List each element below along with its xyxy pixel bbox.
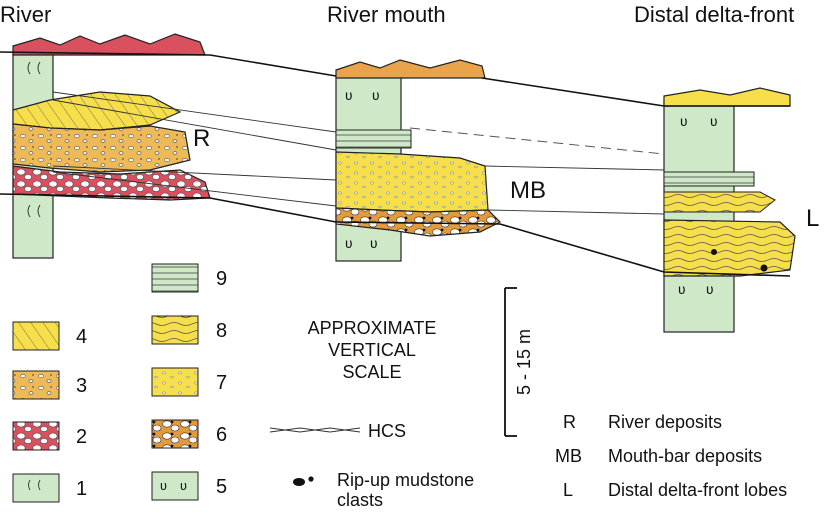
svg-text:ʋ: ʋ (372, 87, 380, 103)
zone-label-l: L (806, 205, 819, 232)
svg-text:ʋ: ʋ (345, 235, 353, 251)
rip-up-label-line1: Rip-up mudstone (337, 470, 474, 490)
svg-text:MB: MB (555, 446, 582, 466)
scale-label-line1: APPROXIMATE (308, 318, 437, 338)
svg-text:Mouth-bar deposits: Mouth-bar deposits (608, 446, 762, 466)
river-mouth-sand-unit (335, 151, 489, 213)
abbrev-r: R River deposits (563, 412, 722, 432)
svg-text:4: 4 (76, 326, 87, 348)
svg-text:2: 2 (76, 426, 87, 448)
distal-wavy-upper-unit (663, 191, 776, 213)
rip-up-label-line2: clasts (337, 490, 383, 510)
svg-text:9: 9 (216, 268, 227, 290)
svg-text:ʋ: ʋ (680, 113, 688, 129)
distal-laminated-unit (663, 171, 755, 187)
legend-item-3: 3 (12, 370, 87, 400)
zone-label-r: R (193, 125, 210, 152)
river-mouth-laminated-unit (335, 129, 412, 149)
svg-text:L: L (563, 480, 573, 500)
svg-text:1: 1 (76, 478, 87, 500)
title-distal: Distal delta-front (634, 2, 794, 27)
svg-text:ʋ: ʋ (678, 281, 686, 297)
distal-top-yellow-unit (663, 87, 791, 107)
correlation-lines (0, 51, 791, 277)
svg-text:ʋ: ʋ (160, 478, 167, 493)
river-pebbly-unit (12, 123, 191, 173)
svg-text:3: 3 (76, 375, 87, 397)
legend-item-8: 8 (151, 315, 227, 345)
svg-text:8: 8 (216, 320, 227, 342)
svg-text:River deposits: River deposits (608, 412, 722, 432)
svg-text:ʋ: ʋ (345, 87, 353, 103)
svg-text:ʋ: ʋ (710, 113, 718, 129)
hcs-label: HCS (368, 421, 406, 441)
svg-text:ʋ: ʋ (370, 235, 378, 251)
river-mouth-conglomerate-unit (335, 207, 502, 237)
svg-text:R: R (563, 412, 576, 432)
hcs-symbol (269, 427, 361, 433)
legend-item-2: 2 (12, 421, 87, 451)
zone-label-mb: MB (510, 177, 546, 204)
rip-up-clasts-symbol (293, 476, 314, 486)
river-mouth-top-orange-unit (335, 59, 486, 79)
svg-text:ʋ: ʋ (180, 478, 187, 493)
legend-item-7: 7 (151, 367, 227, 397)
legend-item-5: ʋ ʋ 5 (151, 471, 227, 501)
svg-text:5: 5 (216, 476, 227, 498)
scale-label-line3: SCALE (342, 362, 401, 382)
title-river: River (0, 2, 51, 27)
legend-item-4: 4 (12, 321, 87, 351)
river-column (12, 33, 211, 259)
title-river-mouth: River mouth (327, 2, 446, 27)
abbrev-mb: MB Mouth-bar deposits (555, 446, 762, 466)
scale-label-line2: VERTICAL (328, 340, 416, 360)
river-mouth-column: ʋ ʋ ʋ ʋ (335, 59, 502, 262)
svg-text:7: 7 (216, 372, 227, 394)
svg-text:6: 6 (216, 424, 227, 446)
legend-item-6: 6 (151, 419, 227, 449)
legend-item-1: 1 (12, 473, 87, 503)
svg-text:Distal delta-front lobes: Distal delta-front lobes (608, 480, 787, 500)
legend-item-9: 9 (151, 263, 227, 293)
scale-value: 5 - 15 m (514, 329, 534, 395)
svg-text:ʋ: ʋ (706, 281, 714, 297)
scale-bar (504, 287, 517, 437)
distal-column: ʋ ʋ ʋ ʋ (663, 87, 796, 333)
distal-wavy-lower-unit (663, 219, 796, 277)
abbrev-l: L Distal delta-front lobes (563, 480, 787, 500)
